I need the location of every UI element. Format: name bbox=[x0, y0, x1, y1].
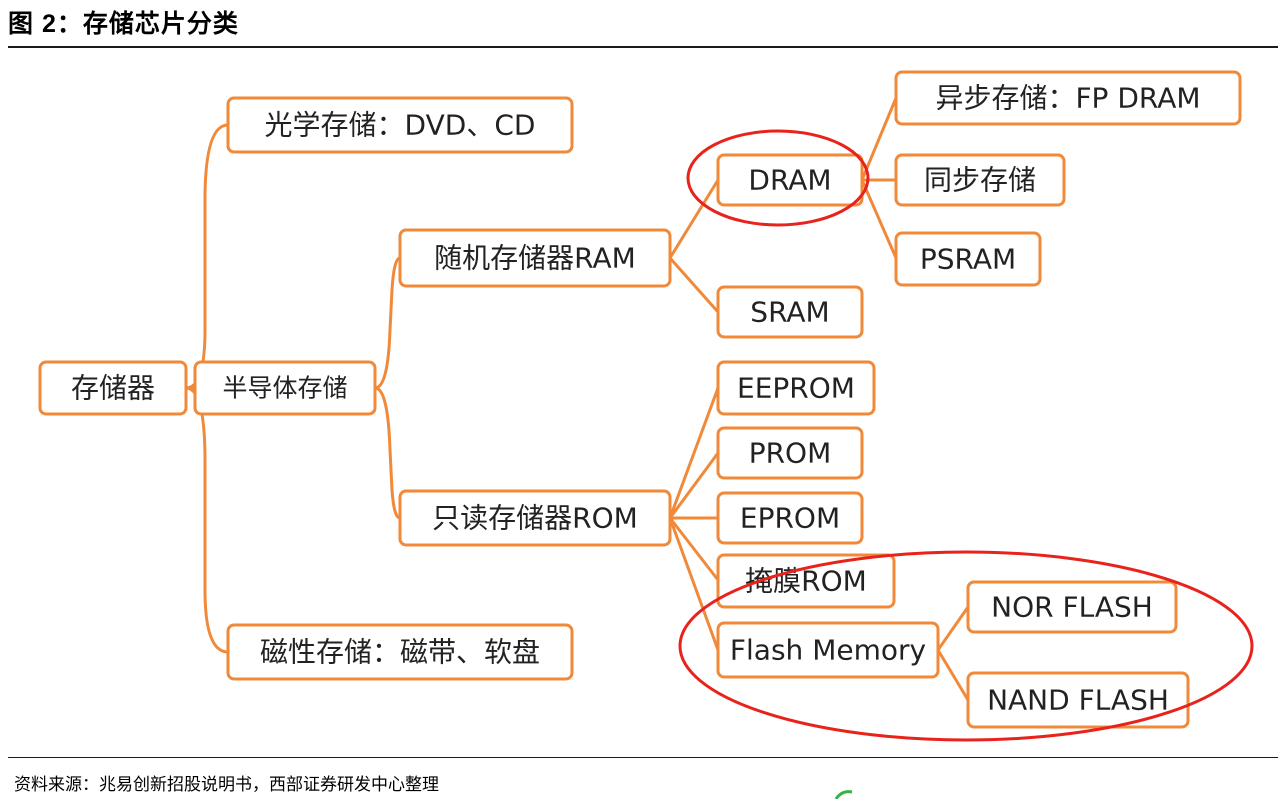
node-nor: NOR FLASH bbox=[966, 580, 1178, 634]
node-flash: Flash Memory bbox=[716, 621, 940, 679]
node-mask-rom: 掩膜ROM bbox=[716, 553, 896, 609]
node-optical: 光学存储：DVD、CD bbox=[226, 96, 574, 154]
node-sram-label: SRAM bbox=[750, 296, 829, 329]
node-nand: NAND FLASH bbox=[966, 671, 1190, 729]
node-eprom: EPROM bbox=[716, 491, 864, 545]
node-semiconductor-label: 半导体存储 bbox=[222, 374, 347, 403]
node-psram-label: PSRAM bbox=[920, 243, 1016, 276]
node-sync-label: 同步存储 bbox=[924, 164, 1036, 197]
dram-highlight-ring bbox=[686, 129, 870, 227]
node-ram: 随机存储器RAM bbox=[398, 228, 672, 288]
node-rom-label: 只读存储器ROM bbox=[432, 502, 638, 535]
node-root: 存储器 bbox=[38, 360, 188, 416]
node-magnetic-label: 磁性存储：磁带、软盘 bbox=[260, 636, 540, 669]
node-sram: SRAM bbox=[716, 285, 864, 339]
node-dram: DRAM bbox=[716, 153, 864, 207]
node-prom: PROM bbox=[716, 426, 864, 480]
node-eprom-label: EPROM bbox=[740, 502, 840, 535]
node-async: 异步存储：FP DRAM bbox=[894, 70, 1242, 126]
node-magnetic: 磁性存储：磁带、软盘 bbox=[226, 623, 574, 681]
figure-title: 图 2：存储芯片分类 bbox=[8, 10, 239, 38]
node-psram: PSRAM bbox=[894, 231, 1042, 287]
bottom-rule bbox=[8, 757, 1278, 758]
node-sync: 同步存储 bbox=[894, 153, 1066, 207]
top-rule bbox=[8, 46, 1278, 48]
node-eeprom: EEPROM bbox=[716, 360, 876, 416]
flash-highlight-ring bbox=[678, 550, 1254, 742]
node-flash-label: Flash Memory bbox=[730, 634, 926, 667]
node-dram-label: DRAM bbox=[748, 164, 831, 197]
node-semiconductor: 半导体存储 bbox=[193, 360, 377, 416]
node-eeprom-label: EEPROM bbox=[737, 372, 855, 405]
node-async-label: 异步存储：FP DRAM bbox=[935, 82, 1200, 115]
node-root-label: 存储器 bbox=[71, 372, 155, 405]
node-nor-label: NOR FLASH bbox=[991, 591, 1153, 624]
node-prom-label: PROM bbox=[749, 437, 832, 470]
node-mask-rom-label: 掩膜ROM bbox=[745, 565, 867, 598]
node-optical-label: 光学存储：DVD、CD bbox=[265, 109, 536, 142]
node-ram-label: 随机存储器RAM bbox=[434, 242, 636, 275]
node-rom: 只读存储器ROM bbox=[398, 489, 672, 547]
green-swoosh-mark bbox=[834, 790, 853, 799]
source-note: 资料来源：兆易创新招股说明书，西部证券研发中心整理 bbox=[14, 775, 439, 794]
node-nand-label: NAND FLASH bbox=[987, 684, 1169, 717]
